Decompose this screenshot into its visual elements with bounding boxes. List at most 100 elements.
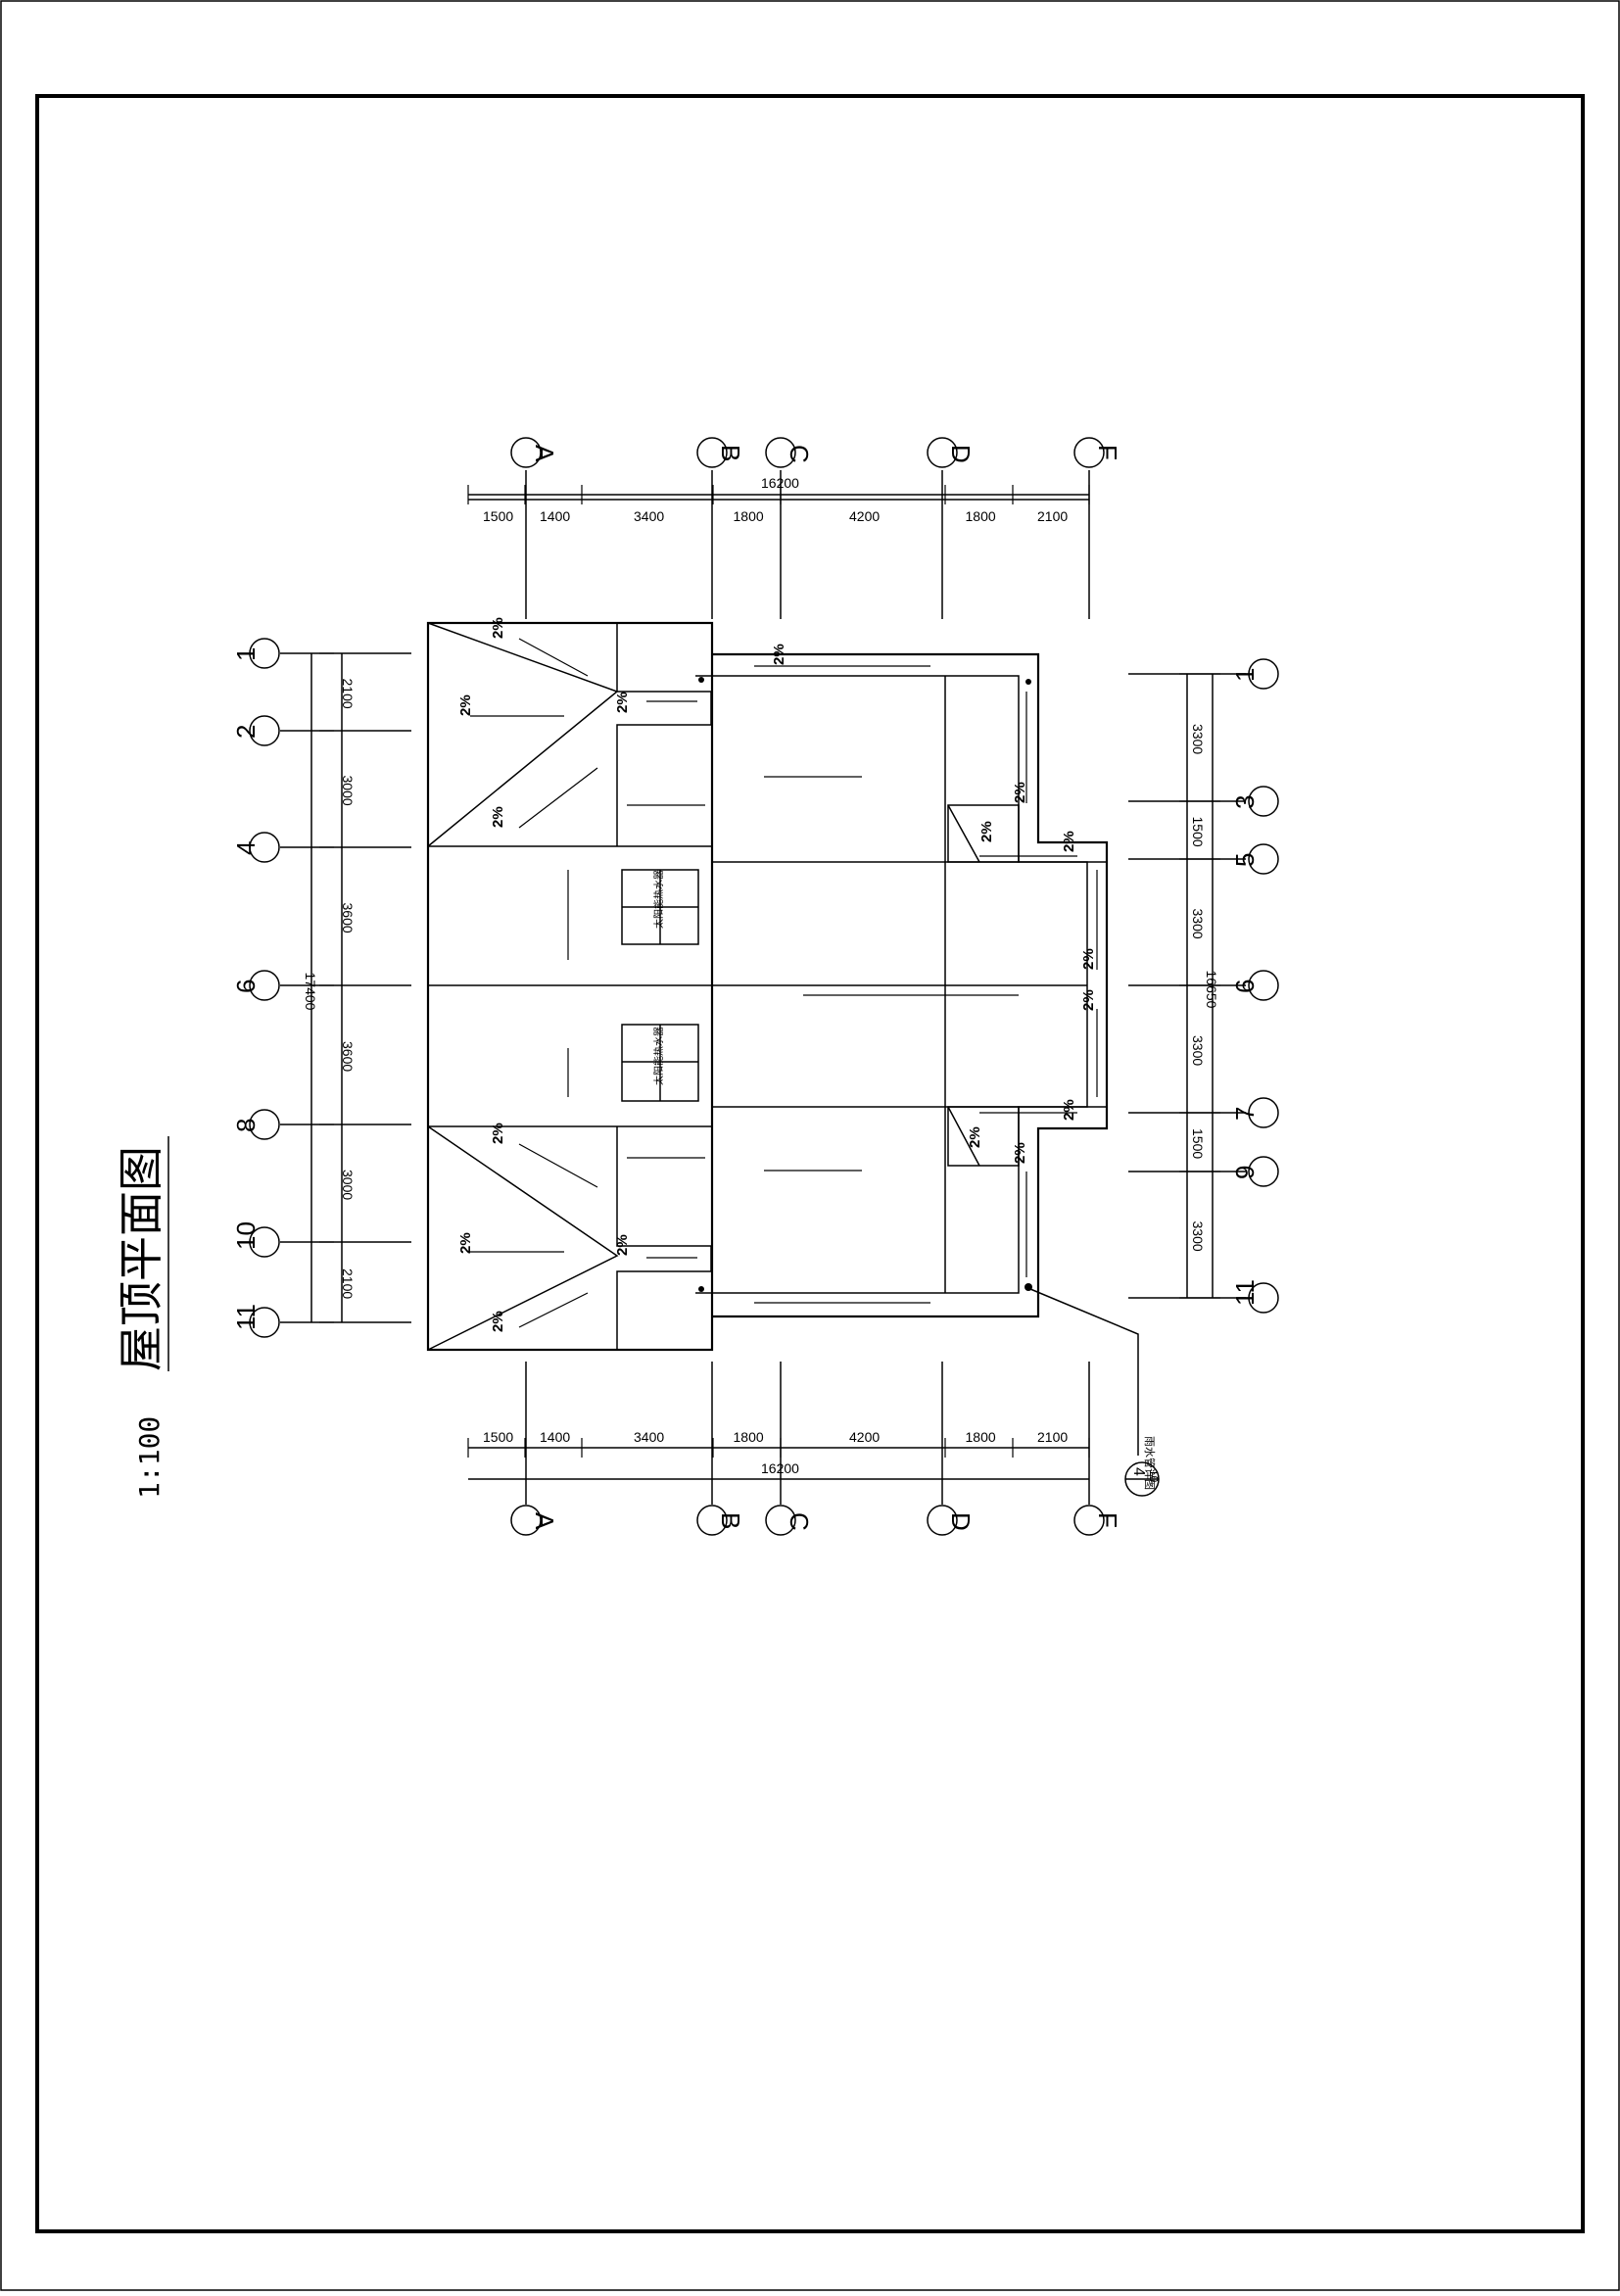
grid-bubble — [249, 715, 280, 746]
grid-label: A — [530, 445, 559, 462]
slope-label: 2% — [490, 1123, 506, 1144]
grid-label: D — [946, 445, 976, 463]
dim-value: 2100 — [1037, 1429, 1068, 1445]
dim-value: 1400 — [540, 1429, 570, 1445]
grid-bubble — [1248, 1097, 1279, 1128]
grid-bubble — [765, 1505, 796, 1536]
drain-point-1 — [698, 677, 704, 683]
lower-wing-outline — [616, 1126, 712, 1350]
slope-label: 2% — [1061, 1099, 1077, 1121]
grid-bubble — [1248, 1282, 1279, 1314]
dim-value: 1400 — [540, 508, 570, 524]
roof-outline — [426, 621, 714, 1352]
grid-label: 2 — [231, 725, 261, 739]
dim-value: 2100 — [340, 1268, 356, 1299]
dim-value: 1800 — [966, 1429, 996, 1445]
dim-total: 16200 — [761, 1460, 799, 1476]
grid-label: D — [946, 1512, 976, 1531]
dim-value: 1500 — [483, 1429, 513, 1445]
slope-label: 2% — [1080, 989, 1097, 1011]
main-roof-outline — [426, 621, 714, 1352]
upper-wing-outline — [616, 623, 712, 846]
lower-hip-roof — [427, 1125, 619, 1351]
dim-value: 1800 — [734, 508, 764, 524]
grid-label: 5 — [1230, 853, 1260, 867]
dim-value: 1800 — [966, 508, 996, 524]
slope-label: 2% — [614, 692, 631, 713]
grid-bubble — [249, 970, 280, 1001]
dim-value: 1500 — [1190, 1128, 1206, 1159]
slope-arrow — [518, 767, 598, 829]
grid-label: B — [716, 1512, 745, 1529]
dim-value: 3600 — [340, 1041, 356, 1072]
dim-value: 3300 — [1190, 1221, 1206, 1252]
dim-total: 16650 — [1204, 971, 1219, 1009]
drawing-frame — [35, 94, 1585, 2233]
grid-label: 3 — [1230, 795, 1260, 809]
grid-bubble — [696, 1505, 728, 1536]
dim-value: 3600 — [340, 903, 356, 933]
grid-bubble — [1073, 1505, 1105, 1536]
grid-label: F — [1093, 1512, 1122, 1528]
slope-label: 2% — [1080, 948, 1097, 970]
drain-point-2 — [1025, 679, 1031, 685]
dim-value: 4200 — [849, 508, 880, 524]
lower-notch-diagonal — [947, 1106, 980, 1167]
dim-total: 16200 — [761, 475, 799, 491]
grid-bubble — [1248, 970, 1279, 1001]
grid-label: 8 — [231, 1119, 261, 1132]
grid-label: 9 — [1230, 1166, 1260, 1179]
drawing-title-group: 屋顶平面图 1:100 — [115, 1136, 169, 1499]
detail-number: 4 — [1130, 1467, 1147, 1476]
slope-label: 2% — [967, 1126, 983, 1148]
grid-bubble — [1073, 437, 1105, 468]
grid-label: 10 — [231, 1221, 261, 1250]
grid-bubble — [927, 1505, 958, 1536]
grid-bubble — [765, 437, 796, 468]
dim-value: 1800 — [734, 1429, 764, 1445]
slope-label: 2% — [457, 1232, 474, 1254]
dim-value: 3400 — [634, 508, 664, 524]
upper-notch-diagonal — [947, 804, 980, 863]
slope-arrows — [470, 638, 1098, 1328]
dim-value: 1500 — [1190, 817, 1206, 847]
slope-arrow — [518, 638, 589, 677]
east-roof-perimeter — [711, 652, 1109, 1318]
slope-label: 2% — [1061, 831, 1077, 852]
slope-label: 2% — [490, 806, 506, 828]
grid-bubble — [249, 1109, 280, 1140]
dim-value: 3000 — [340, 1170, 356, 1200]
grid-label: 1 — [1230, 668, 1260, 682]
skylights: 太阳能热水器 太阳能热水器 — [621, 869, 699, 1102]
grid-bubble — [510, 437, 542, 468]
dim-value: 2100 — [1037, 508, 1068, 524]
grid-bubble — [696, 437, 728, 468]
east-roof-gutter — [695, 675, 1088, 1294]
dim-value: 3400 — [634, 1429, 664, 1445]
detail-sheet: 10 — [1147, 1469, 1161, 1483]
grid-label: B — [716, 445, 745, 461]
grid-bubble — [249, 1307, 280, 1338]
lower-notch — [947, 1106, 1020, 1167]
skylight-lower-label: 太阳能热水器 — [652, 1027, 665, 1085]
grid-bubble — [1248, 658, 1279, 690]
grid-label: 1 — [231, 647, 261, 661]
detail-callout: 雨水管详图 4 10 — [1029, 1288, 1161, 1497]
grid-bubble — [510, 1505, 542, 1536]
grid-bubble — [1248, 843, 1279, 875]
grid-bubble — [1248, 786, 1279, 817]
grid-label: 6 — [1230, 980, 1260, 993]
skylight-upper-label: 太阳能热水器 — [652, 870, 665, 929]
slope-label: 2% — [771, 644, 787, 665]
slope-label: 2% — [490, 1311, 506, 1332]
dim-value: 2100 — [340, 679, 356, 709]
slope-label: 2% — [1012, 782, 1028, 803]
grid-bubble — [249, 1226, 280, 1258]
grid-label: F — [1093, 445, 1122, 460]
